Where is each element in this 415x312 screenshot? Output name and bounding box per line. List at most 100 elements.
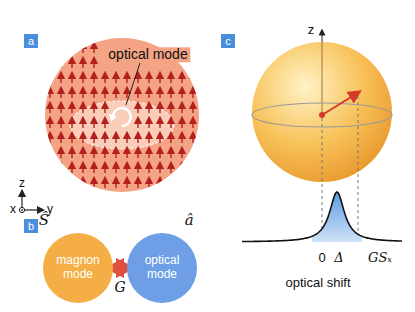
spin-arrow — [126, 180, 127, 188]
spin-arrow — [192, 90, 193, 98]
spin-arrow — [82, 75, 83, 83]
spin-arrow — [82, 135, 83, 143]
mode-circle: Ŝmagnon mode — [43, 233, 113, 303]
spin-arrow — [49, 180, 50, 188]
spin-arrow — [192, 150, 193, 158]
spin-arrow — [49, 135, 50, 143]
spin-arrow — [115, 165, 116, 173]
spin-arrow — [192, 60, 193, 68]
spin-arrow — [170, 90, 171, 98]
spin-arrow — [126, 135, 127, 143]
spin-arrow — [71, 135, 72, 143]
spin-arrow — [93, 105, 94, 113]
spin-arrow — [159, 150, 160, 158]
spin-arrow — [60, 135, 61, 143]
spin-arrow — [93, 60, 94, 68]
spin-arrow — [170, 180, 171, 188]
spin-arrow — [93, 150, 94, 158]
lorentz-curve — [242, 192, 402, 242]
spin-arrow — [115, 180, 116, 188]
spin-arrow — [137, 120, 138, 128]
spin-arrow — [137, 180, 138, 188]
spin-arrow — [104, 105, 105, 113]
circulating-head — [109, 114, 117, 122]
spin-arrow — [192, 75, 193, 83]
spin-arrow — [93, 90, 94, 98]
spin-arrow — [181, 75, 182, 83]
spin-arrow — [71, 165, 72, 173]
spin-arrow — [181, 120, 182, 128]
z-axis-inner — [322, 42, 323, 115]
spin-arrow — [159, 105, 160, 113]
spin-arrow — [181, 90, 182, 98]
spin-arrow — [104, 180, 105, 188]
spin-arrow — [71, 75, 72, 83]
spin-arrow — [170, 105, 171, 113]
text-label: optical mode — [105, 47, 190, 62]
text-label: Δ — [334, 251, 343, 265]
spin-arrow — [82, 180, 83, 188]
spin-arrow — [71, 90, 72, 98]
projection — [322, 118, 323, 242]
spin-arrow — [49, 150, 50, 158]
spin-arrow — [181, 105, 182, 113]
operator-symbol: Ŝ — [39, 211, 49, 229]
spin-arrow — [93, 180, 94, 188]
spin-arrow — [60, 45, 61, 53]
spin-arrow — [82, 150, 83, 158]
spin-arrow — [115, 75, 116, 83]
vector-origin — [319, 112, 325, 118]
spin-arrow — [93, 75, 94, 83]
spin-arrow — [159, 75, 160, 83]
spin-arrow — [159, 165, 160, 173]
spin-arrow — [170, 135, 171, 143]
spin-arrow — [104, 75, 105, 83]
spin-arrow — [170, 120, 171, 128]
spin-arrow — [82, 60, 83, 68]
spin-arrow — [49, 120, 50, 128]
spin-arrow — [137, 150, 138, 158]
spin-arrow — [115, 150, 116, 158]
spin-arrow — [71, 60, 72, 68]
spin-arrow — [181, 165, 182, 173]
spin-arrow — [49, 90, 50, 98]
spin-arrow — [71, 180, 72, 188]
spin-arrow — [93, 135, 94, 143]
spin-vector — [322, 94, 356, 115]
spin-arrow — [71, 120, 72, 128]
panel-label: a — [24, 34, 38, 48]
spin-arrow — [104, 135, 105, 143]
spin-arrow — [181, 135, 182, 143]
spin-arrow — [126, 75, 127, 83]
coupling-label: G — [114, 280, 125, 295]
spin-arrow — [93, 120, 94, 128]
spin-arrow — [60, 180, 61, 188]
spin-arrow — [104, 90, 105, 98]
spin-arrow — [148, 75, 149, 83]
operator-symbol: â — [185, 211, 194, 229]
spin-arrow — [60, 105, 61, 113]
spin-arrow — [148, 135, 149, 143]
spin-arrow — [115, 90, 116, 98]
spin-arrow — [148, 120, 149, 128]
spin-arrow — [137, 165, 138, 173]
spin-arrow — [82, 90, 83, 98]
spin-arrow — [137, 90, 138, 98]
spin-arrow — [148, 150, 149, 158]
text-label: optical shift — [285, 276, 350, 290]
spin-arrow — [181, 150, 182, 158]
spin-arrow — [104, 165, 105, 173]
spin-arrow — [82, 165, 83, 173]
spin-arrow — [137, 105, 138, 113]
spin-arrow — [126, 150, 127, 158]
lorentz-fill — [312, 192, 362, 242]
spin-arrow — [192, 180, 193, 188]
mode-region — [70, 101, 174, 149]
spin-arrow — [126, 165, 127, 173]
spin-arrow — [192, 45, 193, 53]
spin-arrow — [192, 135, 193, 143]
equator — [252, 103, 392, 127]
spin-arrow — [71, 45, 72, 53]
leader-line — [126, 63, 140, 105]
mode-name: magnon mode — [50, 254, 106, 282]
